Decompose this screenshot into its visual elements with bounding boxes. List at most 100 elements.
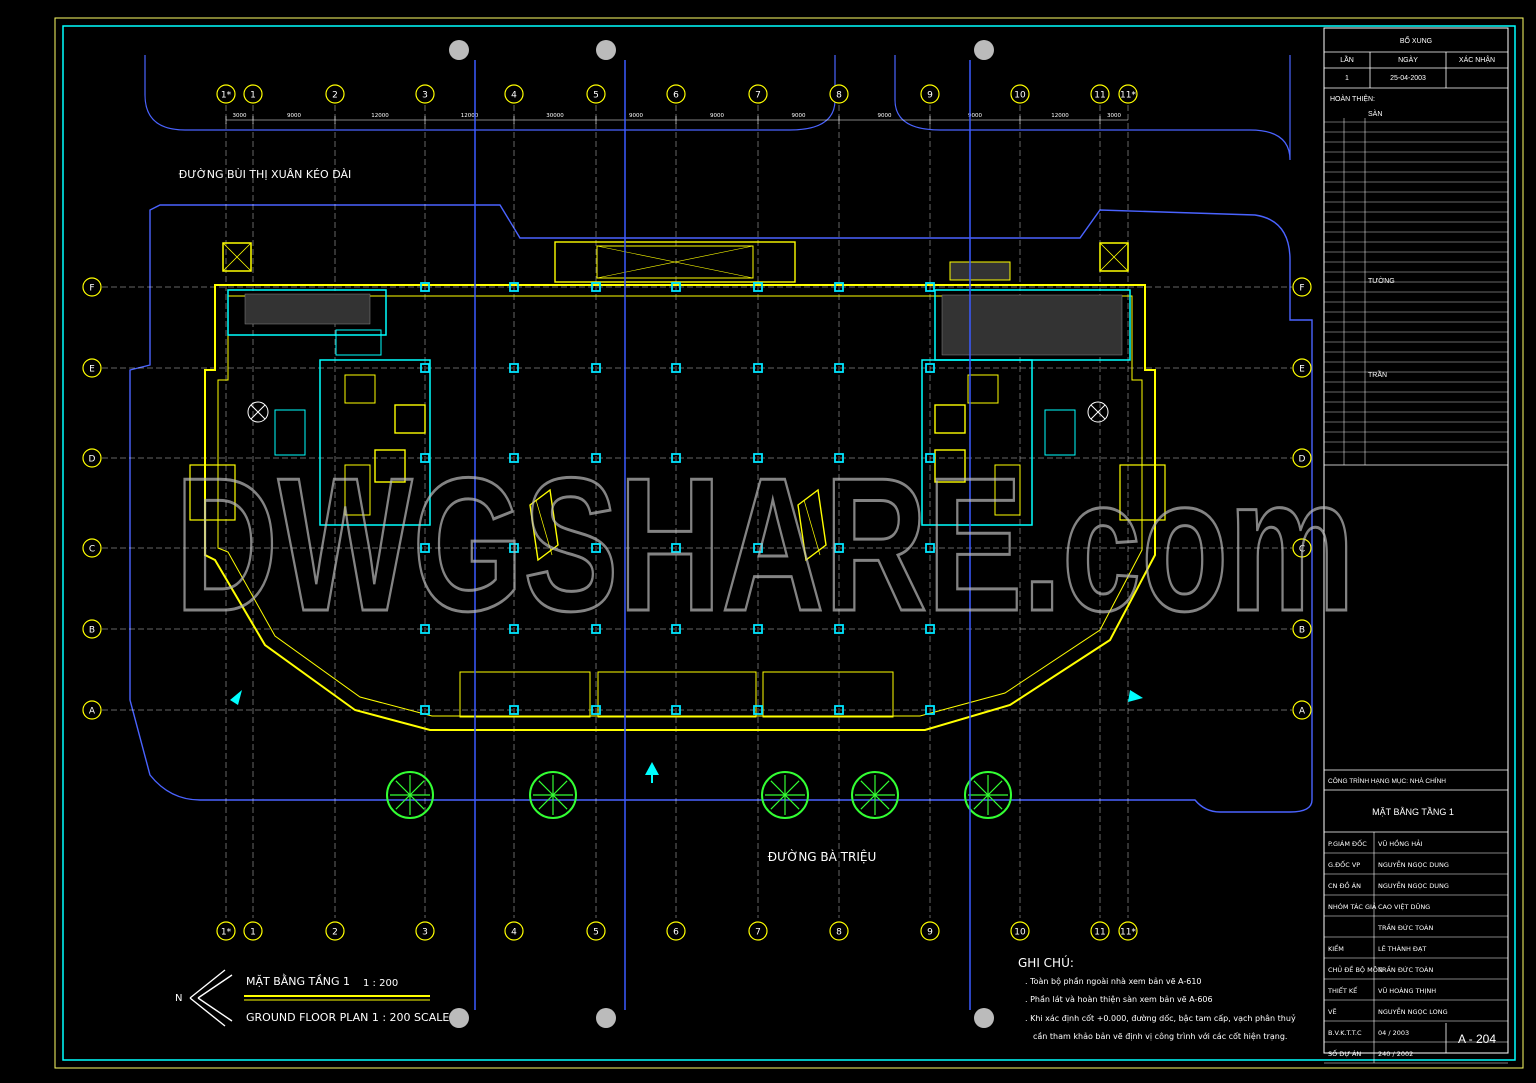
grid-bubble-col: 3 <box>415 84 435 104</box>
column <box>671 705 681 715</box>
column <box>420 363 430 373</box>
column <box>509 705 519 715</box>
grid-bubble-col: 3 <box>415 921 435 941</box>
role-name: NGUYỄN NGỌC DUNG <box>1378 880 1449 890</box>
left-service-core <box>189 242 431 526</box>
tree-icon <box>964 771 1012 819</box>
grid-bubble-row: D <box>82 448 102 468</box>
grid-bubble-col: 10 <box>1010 84 1030 104</box>
column <box>753 624 763 634</box>
building-outline <box>204 241 1156 731</box>
dimension-label: 12000 <box>371 113 389 119</box>
column <box>834 363 844 373</box>
role-name: 04 / 2003 <box>1378 1029 1409 1037</box>
outer-frame <box>54 17 1524 1069</box>
column <box>753 543 763 553</box>
street-bottom-label: ĐƯỜNG BÀ TRIỆU <box>768 849 876 864</box>
grid-bubble-label: 6 <box>673 928 679 938</box>
grid-bubble-label: 3 <box>422 928 428 938</box>
rev-row-num: 1 <box>1345 75 1349 82</box>
column <box>671 453 681 463</box>
grid-bubble-col: 1 <box>243 84 263 104</box>
notes-heading: GHI CHÚ: <box>1018 955 1074 970</box>
grid-bubble-label: 3 <box>422 91 428 101</box>
site-boundary <box>129 204 1313 813</box>
ceiling-label: TRẦN <box>1368 369 1387 379</box>
tree-icon <box>851 771 899 819</box>
role-label: VẼ <box>1328 1007 1337 1016</box>
role-label: CN ĐỒ ÁN <box>1328 880 1361 890</box>
role-label: NHÓM TÁC GIẢ <box>1328 902 1377 911</box>
note-line-1: . Toàn bộ phần ngoài nhà xem bản vẽ A-61… <box>1025 976 1202 986</box>
street-top-label: ĐƯỜNG BÙI THỊ XUÂN KÉO DÀI <box>179 168 352 181</box>
column <box>509 282 519 292</box>
sheet-number: A - 204 <box>1458 1032 1496 1046</box>
dimension-label: 9000 <box>878 113 892 119</box>
column <box>925 363 935 373</box>
grid-bubble-col: 5 <box>586 921 606 941</box>
column <box>834 282 844 292</box>
trees <box>386 771 1012 819</box>
grid-bubble-label: 11* <box>1120 91 1136 101</box>
role-label: B.V.K.T.T.C <box>1328 1029 1362 1037</box>
grid-bubble-label: 4 <box>511 91 517 101</box>
street-lights <box>449 40 994 1028</box>
column <box>834 453 844 463</box>
dimension-label: 9000 <box>287 113 301 119</box>
grid-bubble-label: 1* <box>221 928 232 938</box>
column <box>420 543 430 553</box>
title-block: BỔ XUNG LẦN NGÀY XÁC NHẬN 1 25-04-2003 H… <box>1323 27 1509 1064</box>
drawing-title: MẶT BẰNG TẦNG 1 <box>1372 807 1454 817</box>
grid-bubble-col: 11* <box>1118 84 1138 104</box>
finish-legend <box>1324 118 1508 465</box>
grid-bubble-col: 1 <box>243 921 263 941</box>
role-name: NGUYỄN NGỌC LONG <box>1378 1006 1448 1016</box>
grid-bubble-col: 8 <box>829 84 849 104</box>
grid-lines <box>102 105 1292 918</box>
role-name: CAO VIỆT DŨNG <box>1378 902 1430 911</box>
caption-scale-vn: 1 : 200 <box>363 978 398 989</box>
grid-bubble-label: B <box>89 626 95 636</box>
structural-columns <box>420 282 935 715</box>
general-notes: GHI CHÚ: . Toàn bộ phần ngoài nhà xem bả… <box>1018 955 1296 1042</box>
column <box>753 705 763 715</box>
grid-bubble-col: 5 <box>586 84 606 104</box>
grid-bubble-label: 11* <box>1120 928 1136 938</box>
tree-icon <box>761 771 809 819</box>
column <box>753 282 763 292</box>
column <box>509 453 519 463</box>
project-item: CÔNG TRÌNH HẠNG MỤC: NHÀ CHÍNH <box>1328 776 1446 785</box>
dimension-label: 9000 <box>710 113 724 119</box>
grid-bubble-col: 7 <box>748 921 768 941</box>
dimension-label: 30000 <box>546 113 564 119</box>
grid-bubble-label: E <box>1299 365 1305 375</box>
role-name: TRẦN ĐỨC TOÀN <box>1377 964 1433 974</box>
column <box>509 543 519 553</box>
grid-bubble-label: B <box>1299 626 1305 636</box>
grid-bubble-label: 9 <box>927 928 933 938</box>
grid-bubble-col: 1* <box>216 84 236 104</box>
north-label: N <box>175 993 182 1004</box>
note-line-2: . Phần lát và hoàn thiện sàn xem bản vẽ … <box>1025 994 1213 1004</box>
grid-bubble-col: 6 <box>666 84 686 104</box>
grid-bubble-col: 9 <box>920 921 940 941</box>
column <box>509 624 519 634</box>
column <box>925 705 935 715</box>
grid-bubble-row: B <box>1292 619 1312 639</box>
entrance-arrows <box>230 690 1143 783</box>
tree-icon <box>529 771 577 819</box>
dimension-label: 12000 <box>461 113 479 119</box>
role-name: TRẦN ĐỨC TOÀN <box>1377 922 1433 932</box>
grid-bubble-col: 2 <box>325 84 345 104</box>
north-arrow-icon <box>189 969 233 1027</box>
role-name: VŨ HỒNG HẢI <box>1378 838 1423 848</box>
grid-bubble-label: 11 <box>1094 928 1105 938</box>
dimension-label: 3000 <box>1107 113 1121 119</box>
grid-bubble-label: A <box>1299 707 1306 717</box>
dimension-label: 9000 <box>968 113 982 119</box>
note-line-4: cần tham khảo bản vẽ định vị công trình … <box>1033 1031 1287 1042</box>
role-name: 240 / 2002 <box>1378 1050 1413 1058</box>
grid-bubble-label: F <box>89 284 94 294</box>
grid-bubble-row: A <box>1292 700 1312 720</box>
